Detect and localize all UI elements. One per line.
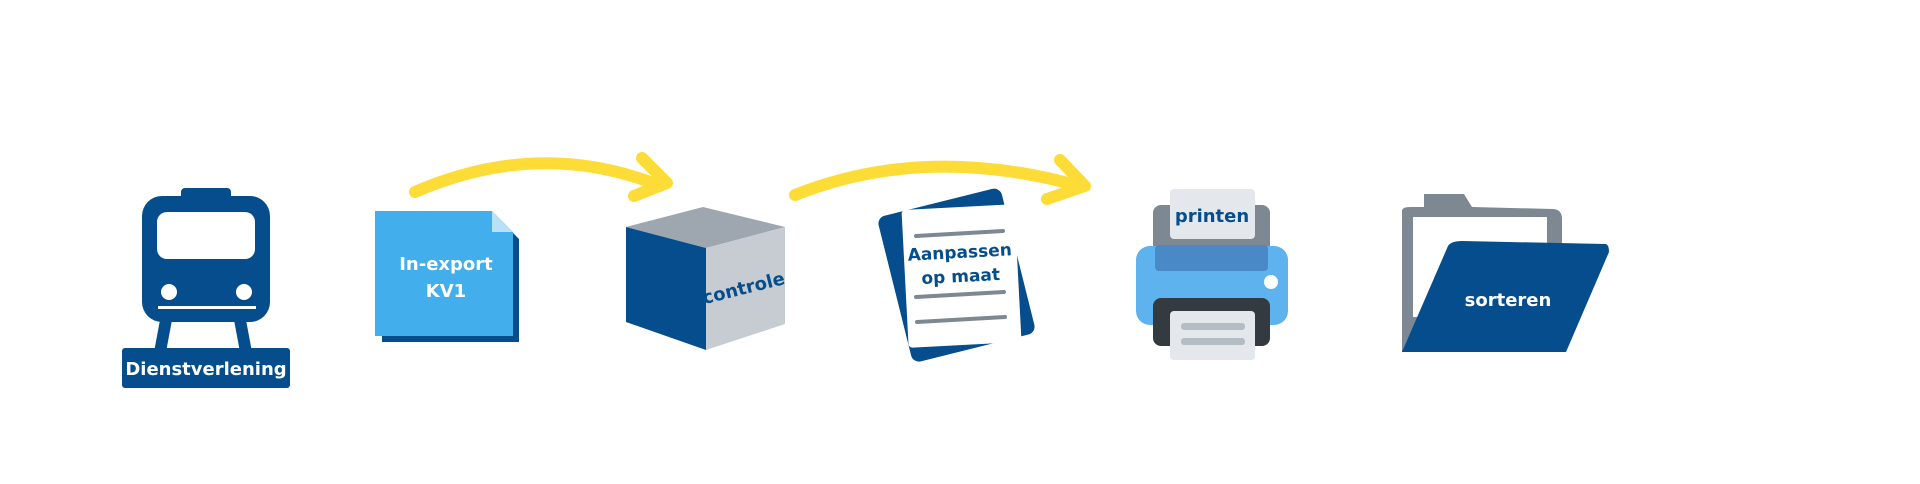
cube-icon	[626, 207, 785, 350]
printer-icon	[1136, 189, 1288, 360]
step-printen: printen	[1136, 189, 1288, 360]
in-export-label-line1: In-export	[399, 254, 493, 275]
in-export-label-line2: KV1	[426, 281, 466, 302]
sorteren-label: sorteren	[1465, 290, 1552, 311]
printen-label: printen	[1175, 206, 1249, 227]
aanpassen-label-line2: op maat	[921, 265, 1001, 289]
curved-arrow-icon	[409, 152, 673, 202]
curved-arrow-icon	[789, 154, 1091, 205]
step-in-export: In-export KV1	[375, 211, 519, 342]
step-dienstverlening: Dienstverlening	[122, 188, 290, 388]
dienstverlening-label: Dienstverlening	[125, 359, 286, 380]
dienstverlening-label-box	[122, 348, 290, 388]
step-aanpassen: Aanpassen op maat	[878, 188, 1035, 362]
document-icon	[375, 211, 519, 342]
train-icon	[142, 188, 270, 352]
step-controle: controle	[626, 207, 787, 350]
folder-icon	[1402, 194, 1609, 352]
step-sorteren: sorteren	[1402, 194, 1609, 352]
papers-icon	[878, 188, 1035, 362]
